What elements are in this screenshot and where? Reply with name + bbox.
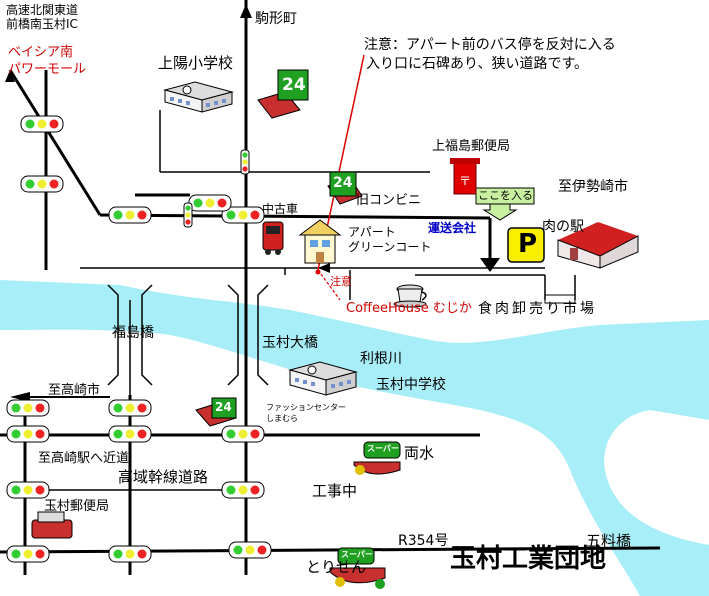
to-takasaki-station-label: 至高崎駅へ近道 bbox=[38, 451, 130, 466]
coffeehouse-label: CoffeeHouse むじか bbox=[346, 301, 472, 316]
highway-road-label: 高域幹線道路 bbox=[118, 468, 209, 486]
komagata-label: 駒形町 bbox=[255, 11, 297, 27]
traffic-light bbox=[228, 541, 272, 559]
traffic-light bbox=[6, 545, 50, 563]
industrial-park-label: 玉村工業団地 bbox=[450, 544, 607, 574]
traffic-light bbox=[183, 202, 193, 228]
expressway-ic-label: 前橋南玉村IC bbox=[6, 17, 78, 31]
convenience-store-north bbox=[257, 69, 309, 119]
traffic-light bbox=[20, 115, 64, 133]
fukushima-bridge-label: 福島橋 bbox=[112, 325, 154, 341]
fashion-center-label: ファッションセンター bbox=[266, 403, 346, 412]
traffic-light bbox=[108, 425, 152, 443]
transport-company-label: 運送会社 bbox=[428, 221, 477, 235]
svg-text:〒: 〒 bbox=[459, 174, 471, 188]
old-convenience-store bbox=[327, 171, 363, 205]
parking-sign bbox=[507, 227, 545, 263]
tamamura-jhs-label: 玉村中学校 bbox=[376, 377, 446, 393]
r354-label: R354号 bbox=[398, 533, 449, 549]
bus-icon bbox=[262, 221, 284, 255]
note-line1: 注意：アパート前のバス停を反対に入る bbox=[364, 37, 616, 53]
traffic-light bbox=[221, 481, 265, 499]
sign-24-south: 24 bbox=[215, 400, 232, 414]
coffee-cup-icon bbox=[393, 284, 427, 308]
traffic-light bbox=[6, 399, 50, 417]
tamamura-post-label: 玉村郵便局 bbox=[44, 499, 110, 514]
traffic-light bbox=[6, 425, 50, 443]
powermall-label: パワーモール bbox=[8, 62, 87, 77]
convenience-store-south bbox=[195, 397, 237, 427]
traffic-light bbox=[221, 425, 265, 443]
traffic-light bbox=[188, 194, 232, 212]
meat-market-label: 食肉卸売り市場 bbox=[478, 301, 597, 317]
kamiyo-school-label: 上陽小学校 bbox=[158, 54, 234, 72]
meat-station-building bbox=[557, 222, 639, 269]
sign-24-north: 24 bbox=[282, 75, 306, 95]
construction-label: 工事中 bbox=[312, 482, 358, 500]
traffic-light bbox=[108, 545, 152, 563]
gorui-bridge-label: 五料橋 bbox=[586, 532, 632, 550]
road-main-east bbox=[99, 213, 491, 220]
traffic-light bbox=[221, 206, 265, 224]
kamiyo-school-building bbox=[163, 81, 234, 113]
apartment-label: アパート bbox=[348, 225, 396, 239]
traffic-light bbox=[6, 481, 50, 499]
enter-here-sign bbox=[475, 187, 535, 221]
super-sign-torisen: スーパー bbox=[341, 550, 373, 559]
tamamura-post-icon bbox=[31, 511, 73, 539]
meat-station-label: 肉の駅 bbox=[542, 219, 584, 235]
caution-label: 注意 bbox=[330, 275, 352, 288]
tamamura-jhs-building bbox=[288, 361, 358, 396]
apartment-green-court bbox=[298, 219, 342, 264]
tamamura-bridge-label: 玉村大橋 bbox=[262, 335, 318, 351]
used-car-label: 中古車 bbox=[262, 202, 299, 216]
traffic-light bbox=[240, 149, 250, 175]
road-expressway-diag bbox=[8, 69, 102, 216]
shimamura-label: しまむら bbox=[266, 414, 298, 423]
parking-p-label: P bbox=[518, 229, 538, 259]
old-convenience-label: 旧コンビニ bbox=[356, 193, 422, 208]
tone-river-label: 利根川 bbox=[360, 351, 402, 367]
traffic-light bbox=[108, 399, 152, 417]
tone-river bbox=[0, 280, 709, 596]
post-office-icon: 〒 bbox=[450, 158, 480, 195]
super-sign-ryosui: スーパー bbox=[367, 444, 399, 453]
note-line2: 入り口に石碑あり、狭い道路です。 bbox=[366, 56, 589, 72]
post-office-label: 上福島郵便局 bbox=[432, 139, 511, 154]
expressway-label: 高速北関東道 bbox=[6, 3, 79, 17]
traffic-light bbox=[108, 206, 152, 224]
bayside-label: ベイシア南 bbox=[8, 45, 74, 60]
to-takasaki-label: 至高崎市 bbox=[48, 383, 101, 398]
sign-24-old: 24 bbox=[333, 175, 353, 191]
green-court-label: グリーンコート bbox=[348, 240, 432, 254]
supermarket-torisen bbox=[329, 547, 386, 589]
ryosui-label: 両水 bbox=[404, 444, 435, 462]
traffic-light bbox=[20, 175, 64, 193]
enter-here-label: ここを入る bbox=[478, 189, 533, 202]
isesaki-label: 至伊勢崎市 bbox=[558, 179, 628, 195]
torisen-label: とりせん bbox=[306, 558, 367, 576]
supermarket-ryosui bbox=[353, 441, 401, 475]
